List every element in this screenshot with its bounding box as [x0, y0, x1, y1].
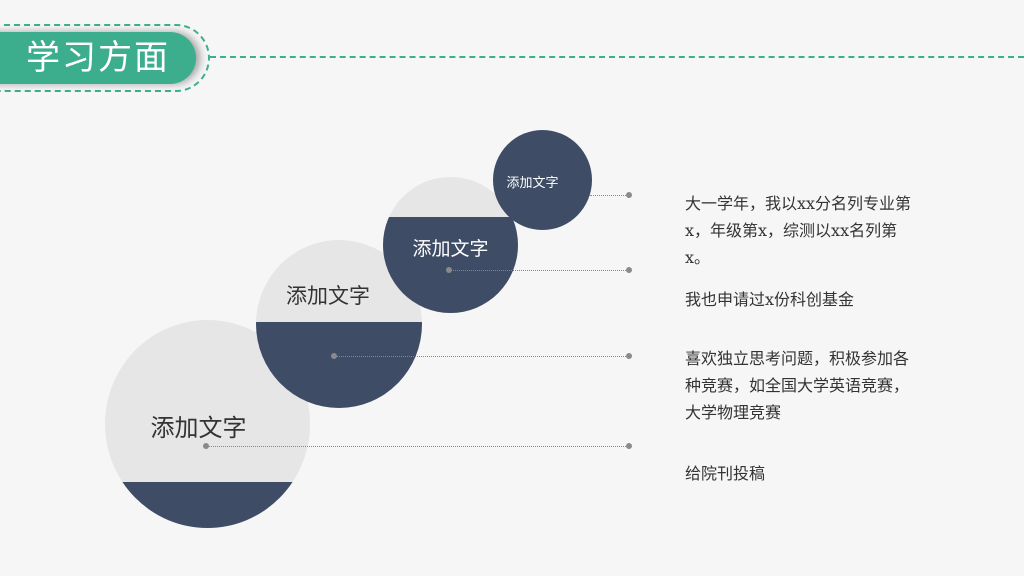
leader-dot-3-start	[331, 353, 337, 359]
note-1: 大一学年，我以xx分名列专业第x，年级第x，综测以xx名列第x。	[685, 194, 912, 267]
note-3: 喜欢独立思考问题，积极参加各种竞赛，如全国大学英语竞赛，大学物理竞赛	[685, 349, 910, 422]
title-tag-outline	[0, 24, 210, 92]
leader-line-4	[207, 446, 628, 447]
page-title: 学习方面	[26, 38, 170, 78]
leader-line-3	[335, 356, 628, 357]
circle-3-fill	[383, 217, 518, 313]
circle-3-label: 添加文字	[412, 238, 489, 260]
circle-2: 添加文字	[256, 240, 422, 408]
circle-1-label: 添加文字	[150, 414, 247, 442]
circle-4-label: 添加文字	[506, 176, 559, 191]
note-2: 我也申请过x份科创基金	[685, 290, 855, 309]
leader-dot-4-start	[203, 443, 209, 449]
leader-dot-2-start	[446, 267, 452, 273]
title-tag	[0, 32, 196, 84]
leader-dot-4-end	[626, 443, 632, 449]
circle-2-fill	[256, 322, 422, 408]
circle-3: 添加文字	[383, 177, 518, 313]
circle-2-label: 添加文字	[286, 284, 370, 308]
leader-line-1	[590, 195, 628, 196]
leader-dot-2-end	[626, 267, 632, 273]
leader-dot-3-end	[626, 353, 632, 359]
leader-dot-1-end	[626, 192, 632, 198]
note-4: 给院刊投稿	[685, 464, 766, 483]
circle-1-fill	[105, 482, 310, 528]
circle-4: 添加文字	[493, 130, 592, 230]
leader-line-2	[450, 270, 628, 271]
title-divider	[210, 56, 1024, 58]
